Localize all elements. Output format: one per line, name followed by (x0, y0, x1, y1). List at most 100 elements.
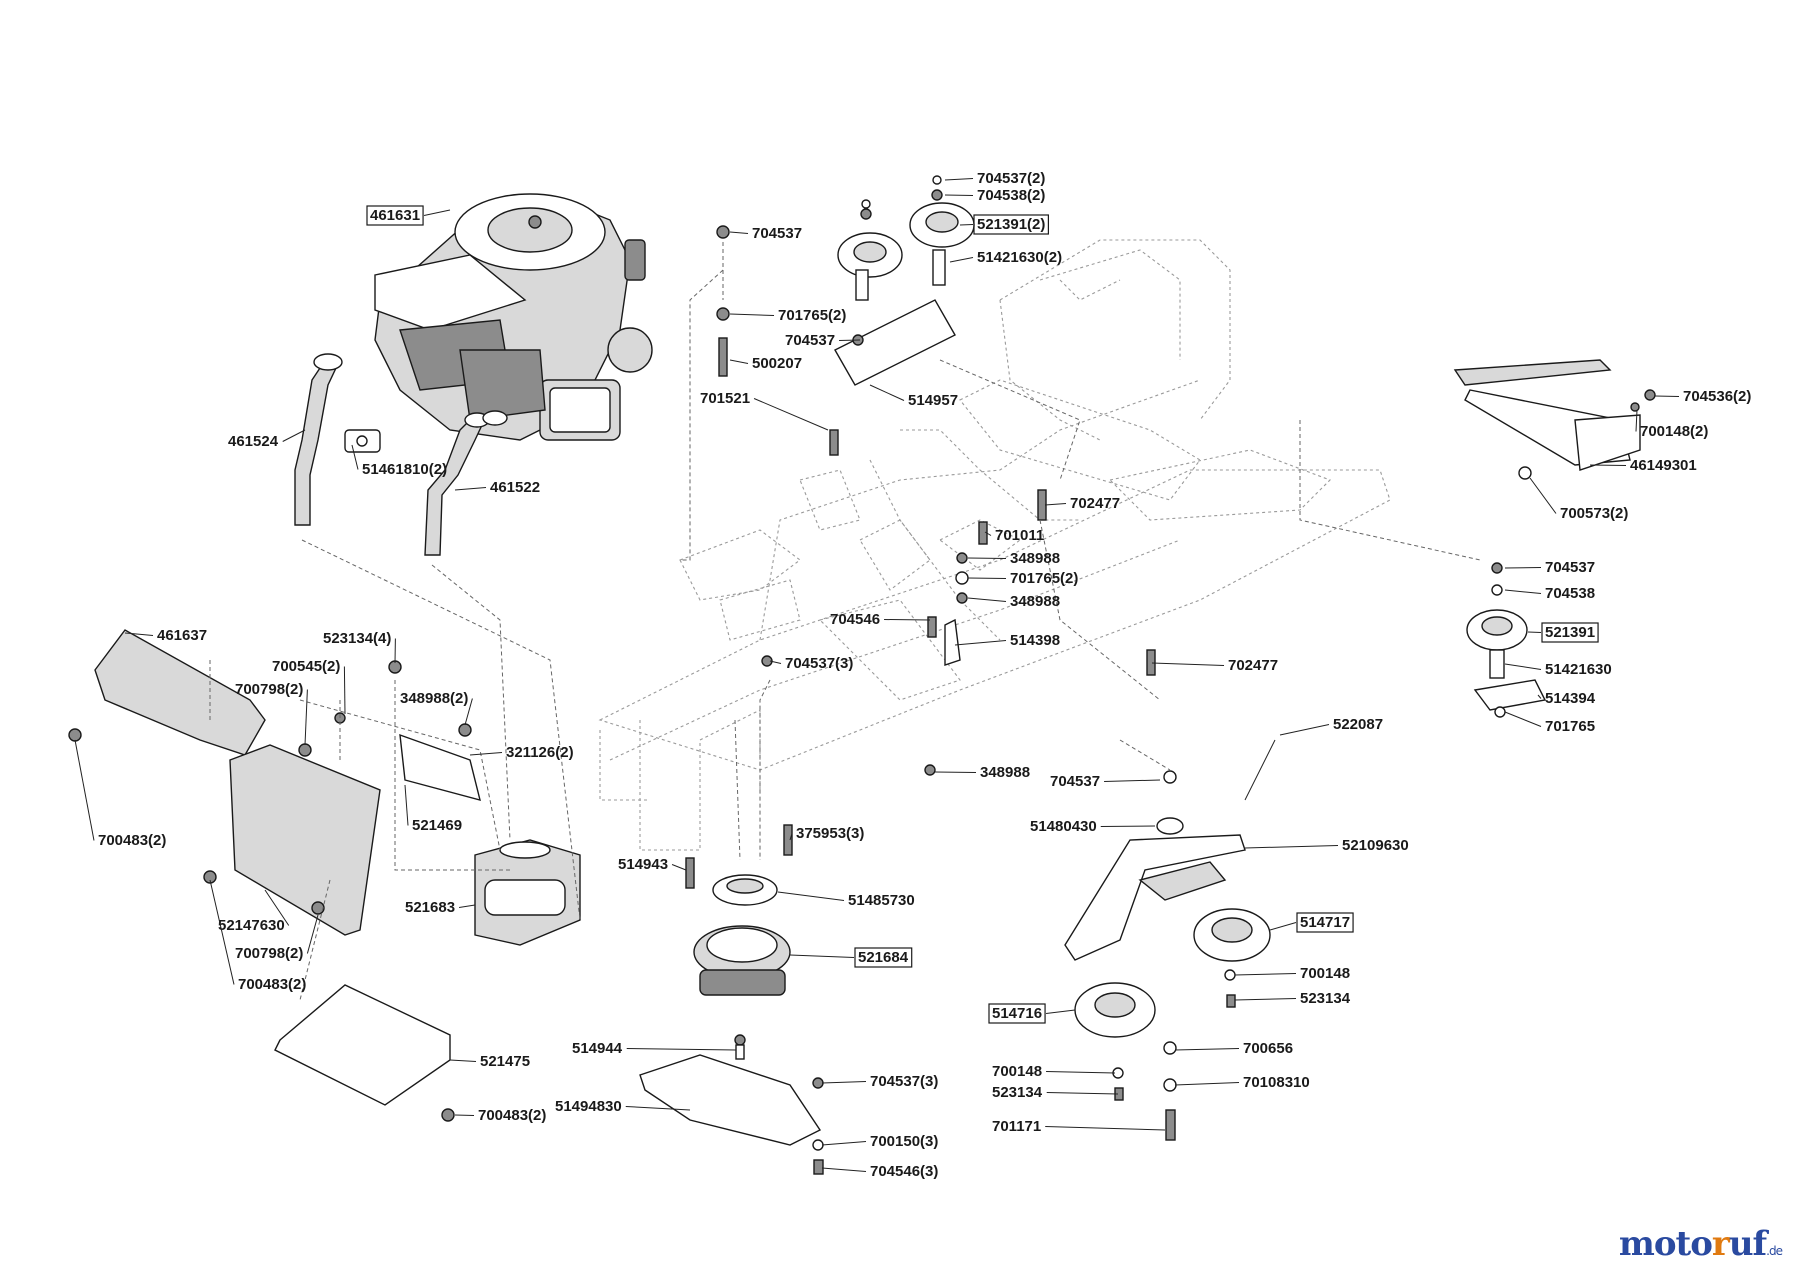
part-number-label: 514944 (572, 1040, 623, 1057)
chassis-frame (598, 239, 1391, 851)
leader-line (209, 879, 235, 985)
callout-p461637: 461637 (124, 627, 207, 644)
callout-p522087: 522087 (1279, 716, 1383, 736)
part-number-label: 51494830 (555, 1098, 622, 1115)
part-number-label: 461522 (490, 479, 540, 496)
part-number-label: 704537 (752, 225, 802, 242)
leader-line (821, 1081, 867, 1084)
leader-line (1151, 662, 1225, 666)
idler-arm (1064, 739, 1276, 1141)
part-number-label: 514394 (1545, 690, 1596, 707)
callout-p521391_b: 521391 (1527, 622, 1599, 643)
part-number-label: 700573(2) (1560, 505, 1628, 522)
part-number-label: 704546 (830, 611, 880, 628)
leader-line (959, 224, 974, 226)
callout-p700148_c: 700148 (992, 1063, 1116, 1080)
part-number-label: 700483(2) (238, 976, 306, 993)
part-number-label: 521469 (412, 817, 462, 834)
muffler (474, 839, 581, 946)
callout-p704538_a: 704538(2) (944, 187, 1045, 204)
leader-line (454, 487, 487, 491)
part-number-label: 375953(3) (796, 825, 864, 842)
part-number-label: 523134 (992, 1084, 1043, 1101)
callout-p700798_b: 700798(2) (235, 914, 319, 962)
callout-p704537_g: 704537(3) (821, 1073, 938, 1090)
part-number-label: 700798(2) (235, 945, 303, 962)
callout-p500207: 500207 (729, 355, 802, 372)
reference-lines (209, 242, 1481, 1001)
part-number-label: 514957 (908, 392, 958, 409)
leader-line (1537, 694, 1542, 699)
leader-line (625, 1106, 691, 1111)
part-number-label: 523134(4) (323, 630, 391, 647)
callout-p701765_c: 701765 (1504, 711, 1595, 735)
callout-p521391_a: 521391(2) (959, 214, 1049, 235)
engine (374, 193, 653, 441)
callout-p523134_a: 523134(4) (323, 630, 396, 664)
part-number-label: 51480430 (1030, 818, 1097, 835)
part-number-label: 514717 (1300, 914, 1350, 931)
part-number-label: 348988 (1010, 550, 1060, 567)
callout-p51461810: 51461810(2) (351, 444, 447, 478)
part-number-label: 701765(2) (1010, 570, 1078, 587)
part-number-label: 52147630 (218, 917, 285, 934)
part-number-label: 701765(2) (778, 307, 846, 324)
leader-line (1504, 663, 1542, 670)
part-number-label: 521683 (405, 899, 455, 916)
part-number-label: 701521 (700, 390, 750, 407)
callout-p348988_c: 348988(2) (400, 690, 473, 726)
leader-line (1045, 1126, 1166, 1131)
part-number-label: 461637 (157, 627, 207, 644)
callout-p514943: 514943 (618, 856, 687, 873)
part-number-label: 500207 (752, 355, 802, 372)
callout-p704537_c: 704537 (785, 332, 861, 349)
leader-line (626, 1048, 737, 1051)
leader-line (1527, 631, 1542, 633)
leader-line (423, 209, 451, 216)
part-number-label: 51421630(2) (977, 249, 1062, 266)
part-number-label: 523134 (1300, 990, 1351, 1007)
callout-p321126: 321126(2) (469, 744, 574, 761)
part-number-label: 704538 (1545, 585, 1595, 602)
callout-p700150: 700150(3) (821, 1133, 938, 1150)
exhaust-pipes (294, 353, 508, 556)
leader-line (967, 577, 1007, 579)
leader-line (1104, 779, 1161, 782)
part-number-label: 51485730 (848, 892, 915, 909)
leader-line (1046, 1009, 1076, 1014)
part-number-label: 701765 (1545, 718, 1595, 735)
part-number-label: 348988 (1010, 593, 1060, 610)
part-number-label: 46149301 (1630, 457, 1697, 474)
leader-line (984, 531, 992, 536)
leader-line (1589, 464, 1627, 466)
part-number-label: 52109630 (1342, 837, 1409, 854)
leader-line (753, 398, 829, 431)
part-number-label: 461524 (228, 433, 279, 450)
part-number-label: 700798(2) (235, 681, 303, 698)
callout-p701011: 701011 (984, 527, 1044, 544)
part-number-label: 700483(2) (478, 1107, 546, 1124)
motoruf-watermark: motoruf.de (1619, 1224, 1783, 1264)
callout-p51421630_a: 51421630(2) (949, 249, 1062, 266)
leader-line (469, 752, 503, 756)
part-number-box (366, 205, 424, 226)
callout-p348988_a: 348988 (967, 550, 1060, 567)
part-number-label: 700148 (1300, 965, 1350, 982)
callout-p521475: 521475 (449, 1053, 530, 1070)
leader-line (464, 698, 473, 726)
part-number-label: 521475 (480, 1053, 530, 1070)
callout-p700148_a: 700148(2) (1635, 409, 1708, 440)
callout-p700798_a: 700798(2) (235, 681, 308, 746)
callout-p704546_b: 704546(3) (821, 1163, 938, 1180)
part-number-label: 321126(2) (506, 744, 574, 761)
part-number-label: 704537 (785, 332, 835, 349)
part-number-label: 704536(2) (1683, 388, 1751, 405)
callout-p701765_a: 701765(2) (729, 307, 846, 324)
leader-line (454, 1114, 475, 1116)
part-number-label: 701011 (995, 527, 1044, 544)
callout-p51494830: 51494830 (555, 1098, 691, 1115)
leader-line (1174, 1048, 1240, 1051)
part-number-label: 521391 (1545, 624, 1595, 641)
part-number-label: 521391(2) (977, 216, 1045, 233)
callout-p51485730: 51485730 (777, 891, 915, 909)
